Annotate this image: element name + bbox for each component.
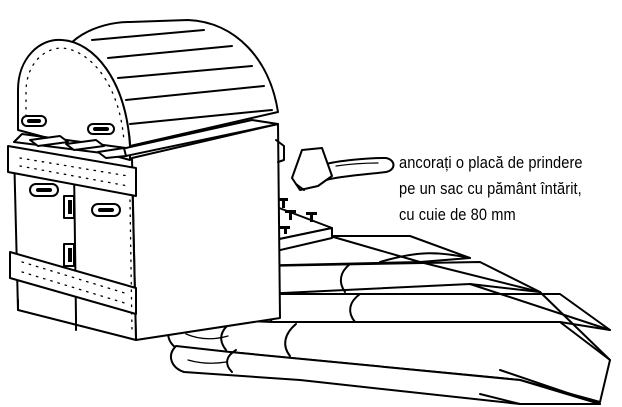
form-box <box>7 19 285 341</box>
annotation-line-2: pe un sac cu pământ întărit, <box>399 179 582 198</box>
annotation-text: ancorați o placă de prindere pe un sac c… <box>399 150 590 228</box>
annotation-line-3: cu cuie de 80 mm <box>399 205 516 224</box>
annotation-line-1: ancorați o placă de prindere <box>399 153 583 172</box>
hammer-icon <box>291 147 395 191</box>
door-handle-icon <box>29 183 121 217</box>
earthbag-row-5 <box>169 345 601 405</box>
